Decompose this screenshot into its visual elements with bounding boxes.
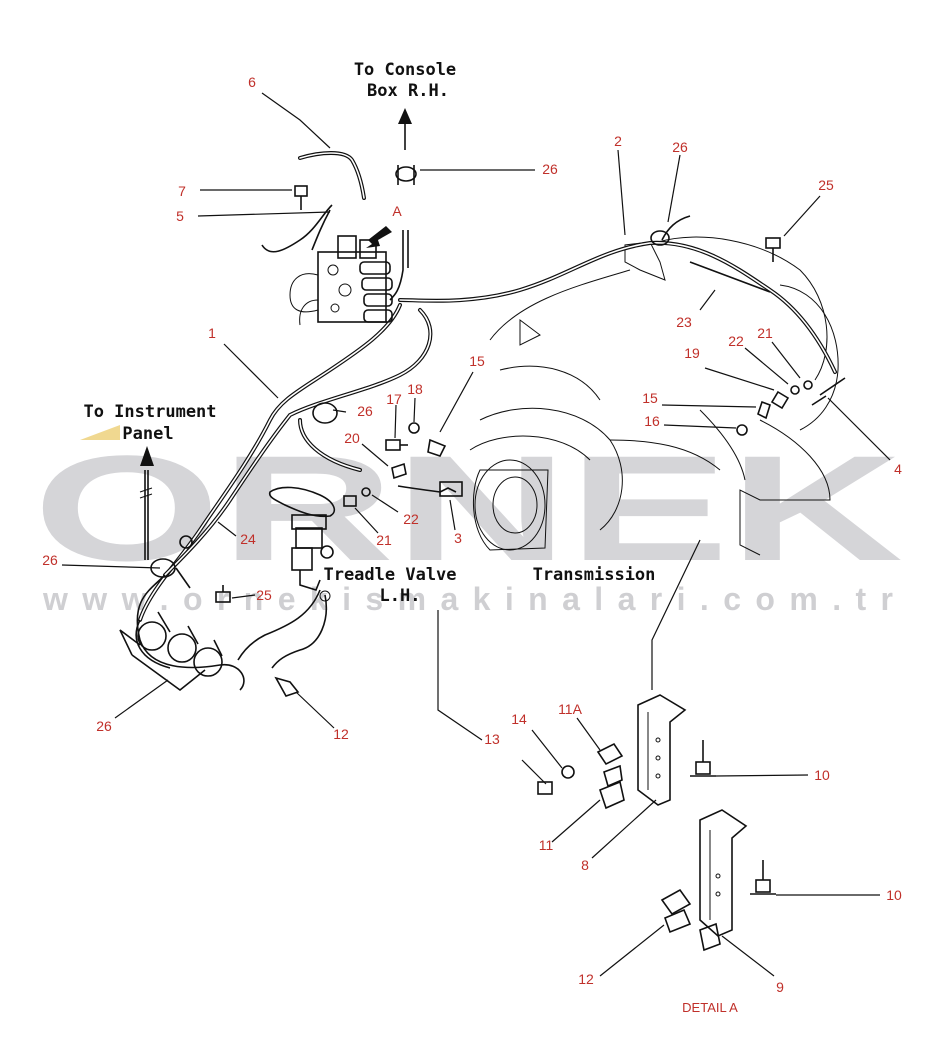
- callout: 25: [818, 177, 834, 193]
- callout: 7: [178, 183, 186, 199]
- callout: 16: [644, 413, 660, 429]
- caption-console-line2: Box R.H.: [367, 81, 449, 101]
- watermark: ORNEK www.ornekismakinalari.com.tr: [33, 424, 903, 617]
- detail-brackets: [537, 539, 776, 952]
- hose-lines: [135, 151, 846, 691]
- console-arrow: [395, 108, 417, 185]
- valve-block: [289, 226, 393, 326]
- callout: 14: [511, 711, 527, 727]
- caption-instrument-line2: Panel: [122, 424, 173, 444]
- callout: 17: [386, 391, 402, 407]
- callout: 25: [256, 587, 272, 603]
- callout: 26: [357, 403, 373, 419]
- callout: 26: [42, 552, 58, 568]
- callout: 4: [894, 461, 902, 477]
- callout: 26: [542, 161, 558, 177]
- callout: 21: [757, 325, 773, 341]
- point-a-label: A: [392, 203, 402, 219]
- caption-console-line1: To Console: [354, 60, 456, 80]
- callout: 9: [776, 979, 784, 995]
- callout: 22: [728, 333, 744, 349]
- callout: 22: [403, 511, 419, 527]
- fittings: [215, 185, 827, 697]
- callout: 6: [248, 74, 256, 90]
- clamp-group: [119, 215, 691, 692]
- callout: 11: [539, 837, 554, 853]
- callout: 26: [96, 718, 112, 734]
- instrument-arrow: [80, 425, 154, 499]
- transmission-housing: [469, 236, 839, 556]
- callout: 8: [581, 857, 589, 873]
- callout-numbers: 6 7 5 26 2 26 25 1 23 22 21 19 15 16 4 1…: [42, 74, 902, 995]
- callout: 23: [676, 314, 692, 330]
- callout: 10: [814, 767, 830, 783]
- callout: 3: [454, 530, 462, 546]
- callout: 1: [208, 325, 216, 341]
- callout: 12: [333, 726, 349, 742]
- callout: 12: [578, 971, 594, 987]
- caption-treadle-line1: Treadle Valve: [323, 565, 456, 585]
- captions: To Console Box R.H. To Instrument Panel …: [83, 60, 738, 1015]
- callout: 20: [344, 430, 360, 446]
- callout: 2: [614, 133, 622, 149]
- detail-a-label: DETAIL A: [682, 1000, 738, 1015]
- callout: 10: [886, 887, 902, 903]
- callout: 19: [684, 345, 700, 361]
- callout: 13: [484, 731, 500, 747]
- callout: 5: [176, 208, 184, 224]
- leader-lines: [61, 92, 891, 977]
- caption-instrument-line1: To Instrument: [83, 402, 216, 422]
- watermark-brand: ORNEK: [33, 424, 903, 592]
- caption-treadle-line2: L.H.: [380, 586, 421, 606]
- treadle-valve: [268, 486, 336, 602]
- callout: 24: [240, 531, 256, 547]
- callout: 26: [672, 139, 688, 155]
- callout: 15: [642, 390, 658, 406]
- callout: 21: [376, 532, 392, 548]
- callout: 11A: [558, 701, 583, 717]
- callout: 15: [469, 353, 485, 369]
- callout: 18: [407, 381, 423, 397]
- caption-transmission: Transmission: [533, 565, 656, 585]
